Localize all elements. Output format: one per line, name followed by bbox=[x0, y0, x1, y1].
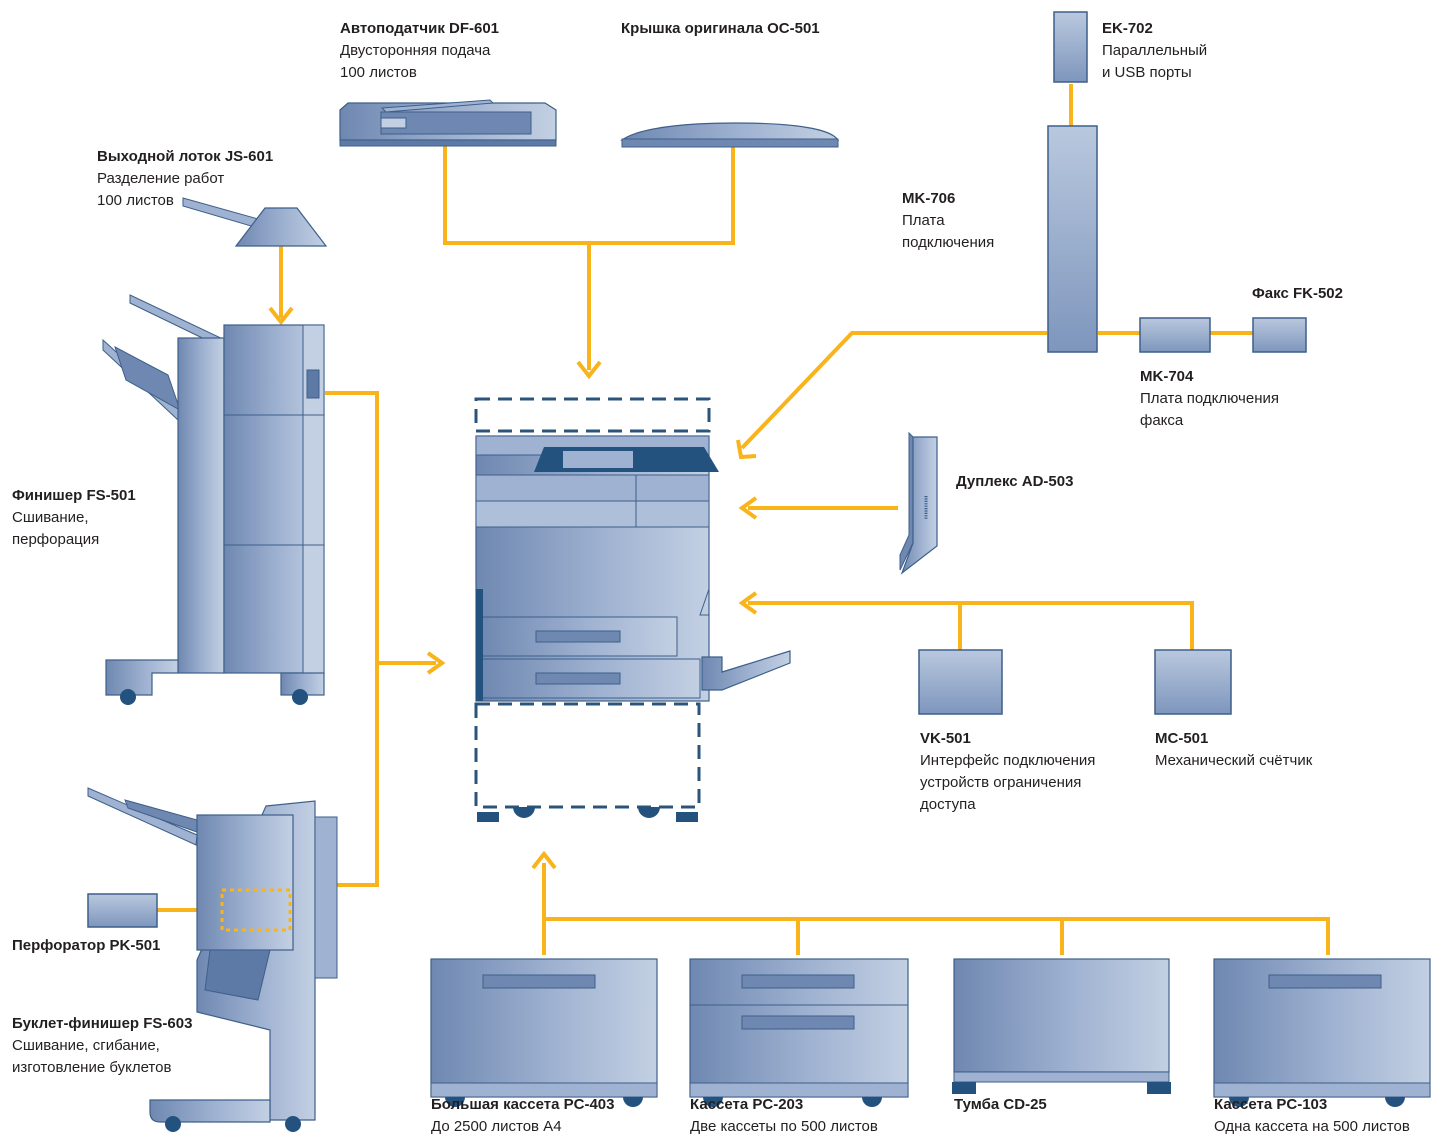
mk706-title: MK-706 bbox=[902, 190, 956, 207]
mk706-board bbox=[1047, 125, 1098, 353]
label-cd25: Тумба CD-25 bbox=[954, 1094, 1047, 1116]
fs501-line-2: перфорация bbox=[12, 531, 100, 548]
js601-tray bbox=[182, 197, 328, 247]
label-df601: Автоподатчик DF-601 Двусторонняя подача … bbox=[340, 18, 499, 84]
pk501-slot bbox=[220, 888, 292, 932]
arrow-ad503 bbox=[738, 496, 758, 520]
df601-feeder bbox=[339, 99, 557, 147]
ek702-line-1: Параллельный bbox=[1102, 42, 1208, 59]
option-zone-bottom bbox=[474, 702, 701, 809]
label-oc501: Крышка оригинала OC-501 bbox=[621, 18, 820, 40]
fk502-title: Факс FK-502 bbox=[1252, 285, 1343, 302]
connector-df601-oc501 bbox=[443, 146, 735, 370]
vk501-line-3: доступа bbox=[920, 796, 976, 813]
label-pc403: Большая кассета PC-403 До 2500 листов А4 bbox=[431, 1094, 614, 1138]
mk704-line-2: факса bbox=[1140, 412, 1184, 429]
label-pc203: Кассета PC-203 Две кассеты по 500 листов bbox=[690, 1094, 878, 1138]
fs603-finisher bbox=[87, 787, 338, 1132]
label-ek702: EK-702 Параллельный и USB порты bbox=[1102, 18, 1207, 84]
js601-title: Выходной лоток JS-601 bbox=[97, 148, 274, 165]
vk501-line-2: устройств ограничения bbox=[920, 774, 1082, 791]
pc403-title: Большая кассета PC-403 bbox=[431, 1096, 615, 1113]
arrow-cassettes bbox=[531, 850, 557, 870]
vk501-title: VK-501 bbox=[920, 730, 971, 747]
arrow-js601 bbox=[268, 306, 294, 326]
label-fk502: Факс FK-502 bbox=[1252, 283, 1343, 305]
mk704-title: MK-704 bbox=[1140, 368, 1194, 385]
fs501-title: Финишер FS-501 bbox=[12, 487, 136, 504]
arrow-finishers bbox=[426, 651, 446, 675]
pc203-line-1: Две кассеты по 500 листов bbox=[690, 1118, 878, 1135]
label-pk501: Перфоратор PK-501 bbox=[12, 935, 160, 957]
connector-cassettes bbox=[542, 863, 1330, 955]
label-fs501: Финишер FS-501 Сшивание, перфорация bbox=[12, 485, 136, 551]
arrow-top bbox=[576, 360, 602, 380]
fs603-line-1: Сшивание, сгибание, bbox=[12, 1037, 160, 1054]
mc501-box bbox=[1154, 649, 1232, 715]
df601-title: Автоподатчик DF-601 bbox=[340, 20, 500, 37]
pc103-title: Кассета PC-103 bbox=[1214, 1096, 1328, 1113]
ad503-title: Дуплекс AD-503 bbox=[956, 473, 1074, 490]
js601-line-2: 100 листов bbox=[97, 192, 174, 209]
mk704-board bbox=[1139, 317, 1211, 353]
pc103-cassette bbox=[1213, 958, 1431, 1107]
label-fs603: Буклет-финишер FS-603 Сшивание, сгибание… bbox=[12, 1013, 192, 1079]
arrow-mk706 bbox=[736, 439, 757, 460]
label-mc501: MC-501 Механический счётчик bbox=[1155, 728, 1312, 772]
mc501-title: MC-501 bbox=[1155, 730, 1209, 747]
connector-vk-mc bbox=[748, 601, 1194, 650]
oc501-title: Крышка оригинала OC-501 bbox=[621, 20, 820, 37]
df601-line-2: 100 листов bbox=[340, 64, 417, 81]
option-zone-top bbox=[474, 397, 711, 433]
label-mk704: MK-704 Плата подключения факса bbox=[1140, 366, 1279, 432]
connectors bbox=[157, 84, 1330, 955]
main-copier bbox=[474, 397, 791, 822]
vk501-line-1: Интерфейс подключения bbox=[920, 752, 1096, 769]
js601-line-1: Разделение работ bbox=[97, 170, 225, 187]
mk706-line-1: Плата bbox=[902, 212, 945, 229]
fk502-box bbox=[1252, 317, 1307, 353]
ek702-box bbox=[1053, 11, 1088, 83]
label-mk706: MK-706 Плата подключения bbox=[902, 188, 994, 254]
mk704-line-1: Плата подключения bbox=[1140, 390, 1279, 407]
connector-mk706-main bbox=[740, 331, 1047, 450]
oc501-cover bbox=[620, 122, 840, 148]
ek702-line-2: и USB порты bbox=[1102, 64, 1192, 81]
mc501-line-1: Механический счётчик bbox=[1155, 752, 1313, 769]
mk706-line-2: подключения bbox=[902, 234, 995, 251]
connector-finishers bbox=[325, 391, 436, 887]
label-js601: Выходной лоток JS-601 Разделение работ 1… bbox=[97, 146, 273, 212]
fs603-title: Буклет-финишер FS-603 bbox=[12, 1015, 193, 1032]
vk501-box bbox=[918, 649, 1003, 715]
ad503-duplex bbox=[899, 431, 938, 575]
ek702-title: EK-702 bbox=[1102, 20, 1153, 37]
pc403-line-1: До 2500 листов А4 bbox=[431, 1118, 562, 1135]
fs603-line-2: изготовление буклетов bbox=[12, 1059, 172, 1076]
df601-line-1: Двусторонняя подача bbox=[340, 42, 491, 59]
label-pc103: Кассета PC-103 Одна кассета на 500 листо… bbox=[1214, 1094, 1410, 1138]
cd25-desk bbox=[952, 958, 1171, 1094]
pc103-line-1: Одна кассета на 500 листов bbox=[1214, 1118, 1410, 1135]
cd25-title: Тумба CD-25 bbox=[954, 1096, 1047, 1113]
fs501-finisher bbox=[102, 294, 325, 705]
fs501-line-1: Сшивание, bbox=[12, 509, 89, 526]
pk501-box bbox=[87, 893, 158, 928]
label-ad503: Дуплекс AD-503 bbox=[956, 471, 1073, 493]
arrow-vk bbox=[738, 591, 758, 615]
label-vk501: VK-501 Интерфейс подключения устройств о… bbox=[920, 728, 1095, 816]
pc203-cassette bbox=[689, 958, 909, 1107]
pk501-title: Перфоратор PK-501 bbox=[12, 937, 161, 954]
pc203-title: Кассета PC-203 bbox=[690, 1096, 804, 1113]
pc403-cassette bbox=[430, 958, 658, 1107]
